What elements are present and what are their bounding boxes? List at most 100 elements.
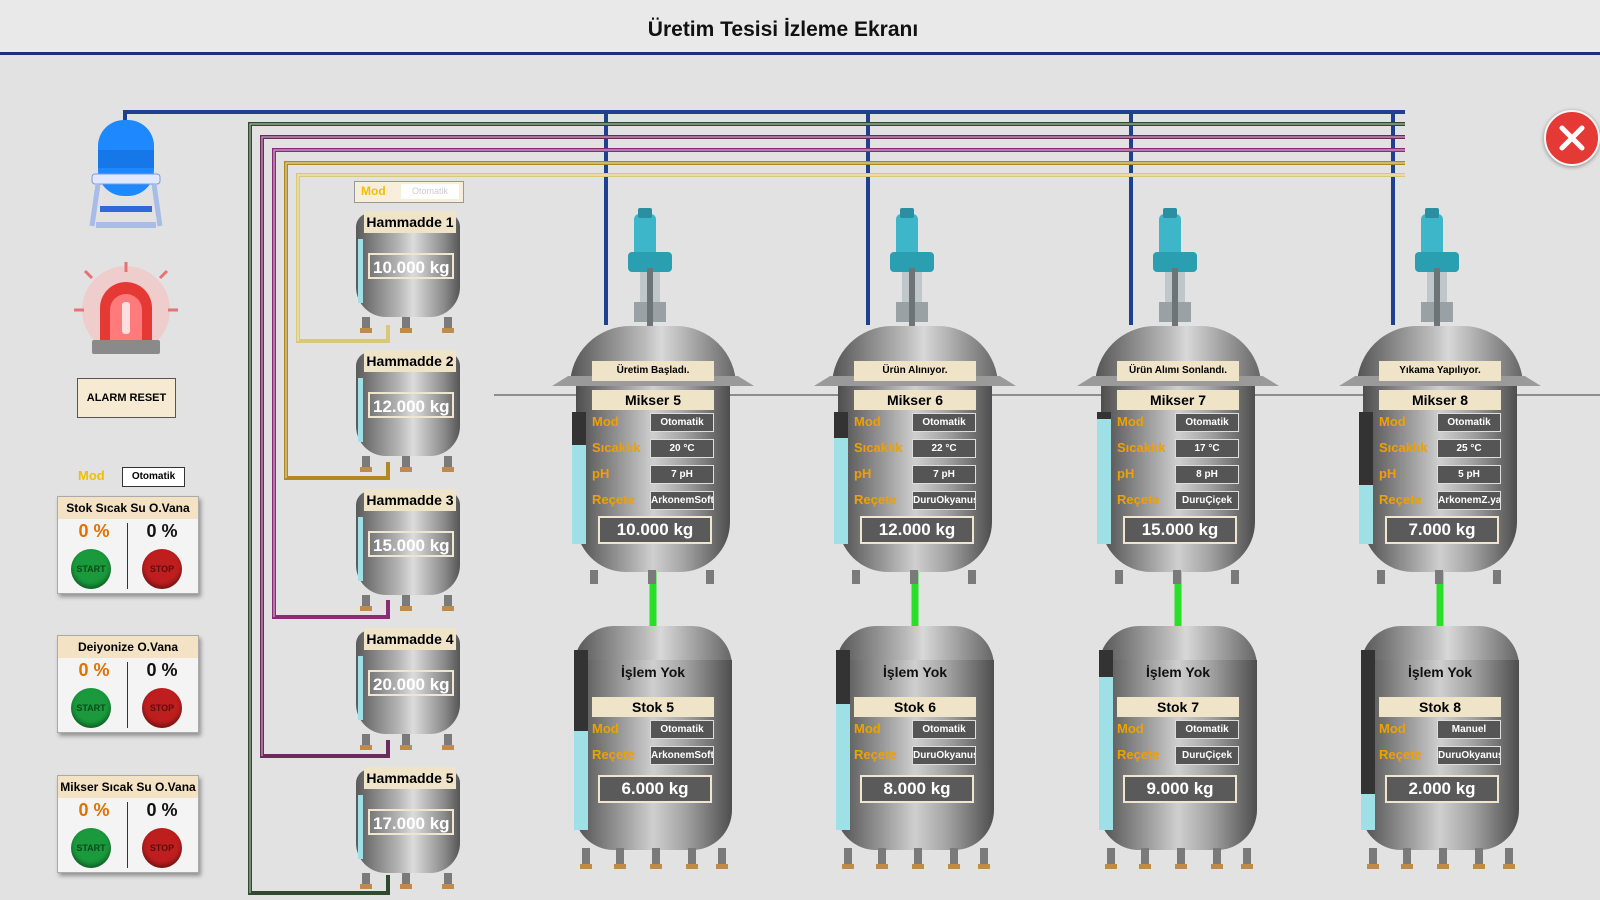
tank-leg — [362, 734, 370, 746]
mixer-level-gauge — [1097, 412, 1111, 544]
tank-foot — [360, 328, 372, 333]
raw-tank-level — [358, 239, 363, 303]
stock-leg — [980, 848, 988, 866]
stock-leg — [616, 848, 624, 866]
stock-leg — [582, 848, 590, 866]
raw-tank-2[interactable]: Hammadde 2 12.000 kg — [356, 348, 460, 472]
raw-tank-level — [358, 656, 363, 720]
stock-name: Stok 5 — [592, 697, 714, 717]
raw-tank-name: Hammadde 1 — [364, 211, 456, 233]
raw-tank-5[interactable]: Hammadde 5 17.000 kg — [356, 765, 460, 889]
tank-foot — [400, 884, 412, 889]
stock-level-gauge — [574, 650, 588, 830]
stock-foot — [716, 864, 728, 869]
mixer-leg — [590, 570, 598, 584]
stock-level-gauge — [1361, 650, 1375, 830]
page-title: Üretim Tesisi İzleme Ekranı — [647, 18, 919, 41]
stock-value-recete: DuruOkyanus — [1437, 746, 1501, 765]
stock-value-mod[interactable]: Otomatik — [1175, 720, 1239, 739]
agitator-motor-icon — [628, 208, 672, 328]
raw-mode-value[interactable]: Otomatik — [401, 184, 459, 199]
raw-tank-level — [358, 517, 363, 581]
valve-title: Mikser Sıcak Su O.Vana — [58, 776, 198, 798]
stock-top-dome — [1099, 626, 1257, 666]
stock-level-fill — [1361, 794, 1375, 830]
raw-tank-1[interactable]: Hammadde 1 10.000 kg — [356, 209, 460, 333]
stock-leg — [844, 848, 852, 866]
stock-foot — [1175, 864, 1187, 869]
raw-tank-level — [358, 795, 363, 859]
stock-leg — [878, 848, 886, 866]
valve-stop-button[interactable]: STOP — [142, 828, 182, 868]
tank-foot — [400, 606, 412, 611]
stock-leg — [1213, 848, 1221, 866]
mixer-value-sicaklik: 20 °C — [650, 439, 714, 458]
water-tank-icon — [89, 120, 163, 228]
tank-leg — [402, 734, 410, 746]
raw-tank-4[interactable]: Hammadde 4 20.000 kg — [356, 626, 460, 750]
stock-value-mod[interactable]: Otomatik — [912, 720, 976, 739]
tank-leg — [444, 734, 452, 746]
valve-stop-button[interactable]: STOP — [142, 549, 182, 589]
stock-leg — [1369, 848, 1377, 866]
stock-leg — [914, 848, 922, 866]
valve-divider — [127, 662, 128, 728]
tank-leg — [362, 317, 370, 329]
alarm-reset-button[interactable]: ALARM RESET — [77, 378, 176, 418]
mixer-value-sicaklik: 25 °C — [1437, 439, 1501, 458]
tank-foot — [400, 467, 412, 472]
raw-tank-weight: 15.000 kg — [368, 531, 454, 557]
stock-foot — [978, 864, 990, 869]
mixer-value-mod[interactable]: Otomatik — [1175, 413, 1239, 432]
stock-name: Stok 6 — [854, 697, 976, 717]
raw-tank-level — [358, 378, 363, 442]
mixer-weight: 10.000 kg — [598, 516, 712, 544]
mixer-level-gauge — [572, 412, 586, 544]
stock-foot — [580, 864, 592, 869]
stock-foot — [1401, 864, 1413, 869]
stock-leg — [1107, 848, 1115, 866]
mixer-value-mod[interactable]: Otomatik — [1437, 413, 1501, 432]
stock-value-recete: DuruOkyanus — [912, 746, 976, 765]
valve-percent-1: 0 % — [78, 800, 110, 820]
tank-leg — [444, 595, 452, 607]
raw-tank-3[interactable]: Hammadde 3 15.000 kg — [356, 487, 460, 611]
tank-foot — [360, 606, 372, 611]
stock-foot — [876, 864, 888, 869]
raw-tank-name: Hammadde 4 — [364, 628, 456, 650]
close-icon — [1559, 125, 1585, 151]
stock-value-mod[interactable]: Manuel — [1437, 720, 1501, 739]
mixer-value-ph: 5 pH — [1437, 465, 1501, 484]
alarm-beacon-icon — [74, 262, 178, 354]
agitator-motor-icon — [1415, 208, 1459, 328]
mixer-value-mod[interactable]: Otomatik — [650, 413, 714, 432]
valve-start-button[interactable]: START — [71, 828, 111, 868]
valve-start-button[interactable]: START — [71, 549, 111, 589]
tank-leg — [402, 456, 410, 468]
valve-start-button[interactable]: START — [71, 688, 111, 728]
mixer-status-text: Ürün Alımı Sonlandı. — [1117, 361, 1239, 381]
mixer-value-ph: 7 pH — [912, 465, 976, 484]
stock-leg — [652, 848, 660, 866]
agitator-motor-icon — [890, 208, 934, 328]
stock-leg — [688, 848, 696, 866]
mixer-status-text: Yıkama Yapılıyor. — [1379, 361, 1501, 381]
stock-foot — [912, 864, 924, 869]
mixer-leg — [910, 570, 918, 584]
valve-stop-button[interactable]: STOP — [142, 688, 182, 728]
mixer-value-mod[interactable]: Otomatik — [912, 413, 976, 432]
tank-foot — [400, 328, 412, 333]
valve-divider — [127, 523, 128, 589]
close-button[interactable] — [1544, 110, 1600, 166]
stock-value-mod[interactable]: Otomatik — [650, 720, 714, 739]
raw-tank-weight: 10.000 kg — [368, 253, 454, 279]
mixer-label-ph: pH — [1117, 466, 1135, 481]
stock-value-recete: ArkonemSoft — [650, 746, 714, 765]
global-mode-value[interactable]: Otomatik — [122, 467, 185, 487]
stock-foot — [1367, 864, 1379, 869]
mixer-status-text: Ürün Alınıyor. — [854, 361, 976, 381]
tank-leg — [444, 317, 452, 329]
